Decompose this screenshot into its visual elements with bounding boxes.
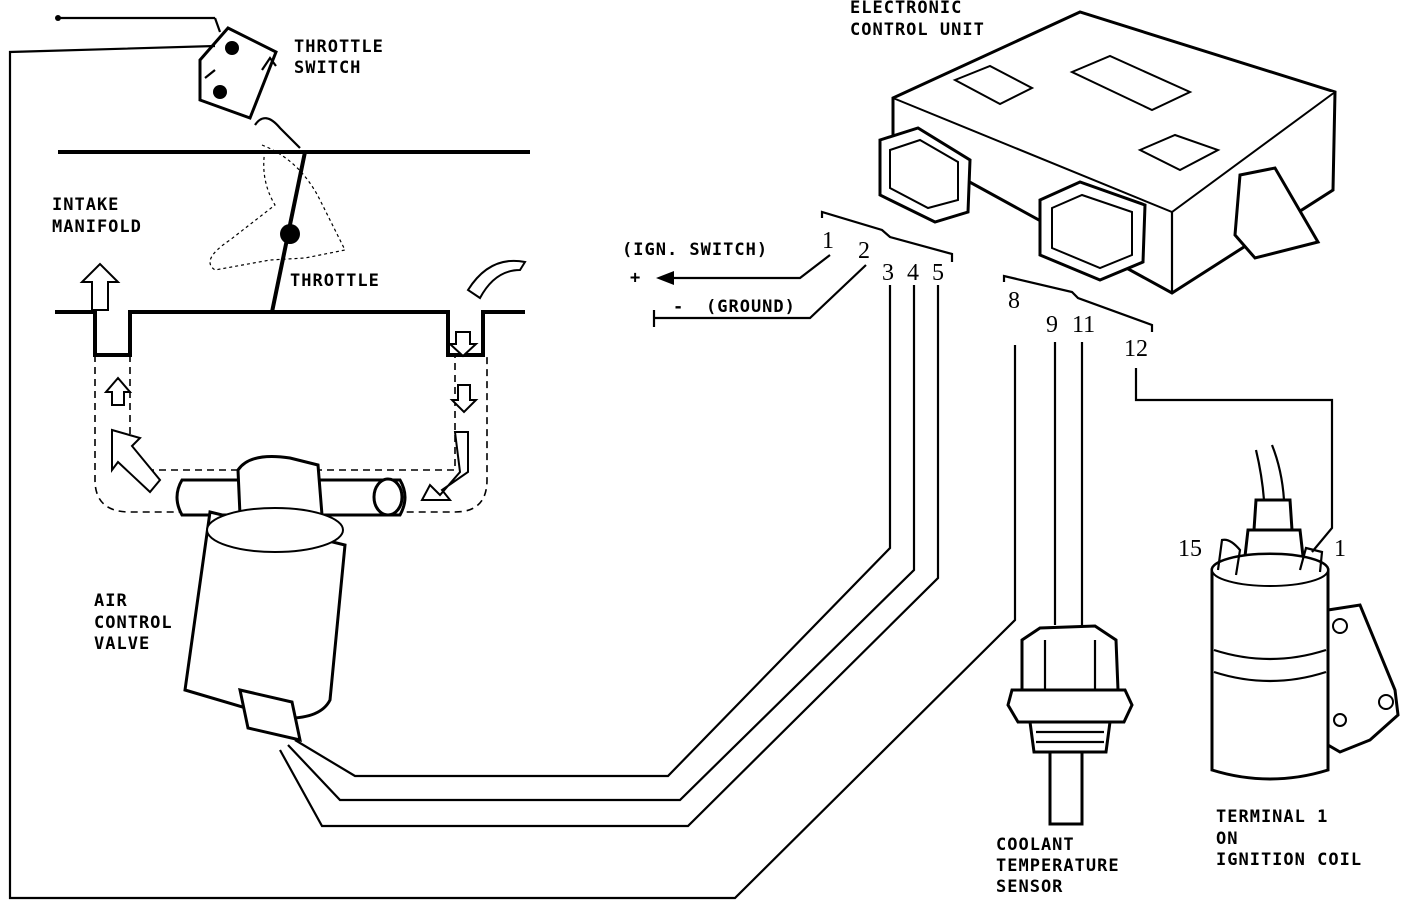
ignition-coil — [1210, 444, 1400, 781]
wire-terminal-12 — [1134, 368, 1334, 553]
wire-terminal-4 — [287, 285, 916, 802]
coolant-sensor-label-1: COOLANT — [996, 835, 1075, 855]
electronic-control-unit — [878, 10, 1337, 295]
arrow-ignition — [656, 271, 674, 285]
air-control-valve — [175, 455, 407, 742]
bracket-terminals-8-12 — [1002, 274, 1154, 332]
ign-switch-label: (IGN. SWITCH) — [622, 240, 768, 260]
coolant-temperature-sensor — [1006, 624, 1134, 826]
terminal-12-label: 12 — [1124, 336, 1148, 362]
terminal-11-label: 11 — [1072, 312, 1095, 338]
terminal-5-label: 5 — [932, 260, 944, 286]
intake-manifold-label-1: INTAKE — [52, 195, 119, 215]
ecu-label-1: ELECTRONIC — [850, 0, 962, 18]
air-control-valve-label-1: AIR — [94, 591, 128, 611]
bracket-terminals-1-5 — [820, 210, 954, 262]
coolant-sensor-label-2: TEMPERATURE — [996, 856, 1120, 876]
throttle-switch — [55, 15, 301, 149]
terminal-8-label: 8 — [1008, 288, 1020, 314]
air-control-valve-label-2: CONTROL — [94, 613, 173, 633]
wire-terminal-5 — [279, 285, 940, 828]
coolant-sensor-label-3: SENSOR — [996, 877, 1063, 897]
ecu-label-2: CONTROL UNIT — [850, 20, 985, 40]
coil-terminal-15-label: 15 — [1178, 536, 1202, 562]
terminal-2-label: 2 — [858, 238, 870, 264]
terminal-3-label: 3 — [882, 260, 894, 286]
ground-label: (GROUND) — [706, 297, 796, 317]
plus-sign: + — [630, 268, 641, 288]
throttle-switch-label-2: SWITCH — [294, 58, 361, 78]
minus-sign: - — [673, 297, 684, 317]
terminal-4-label: 4 — [907, 260, 919, 286]
coil-terminal-1-label: 1 — [1334, 536, 1346, 562]
wire-terminal-1 — [668, 254, 831, 280]
throttle-label: THROTTLE — [290, 271, 380, 291]
terminal-9-label: 9 — [1046, 312, 1058, 338]
intake-manifold-label-2: MANIFOLD — [52, 217, 142, 237]
throttle-switch-label-1: THROTTLE — [294, 37, 384, 57]
intake-manifold — [55, 144, 530, 513]
ignition-coil-label-1: TERMINAL 1 — [1216, 807, 1328, 827]
ignition-coil-label-3: IGNITION COIL — [1216, 850, 1362, 870]
wire-terminal-3 — [294, 285, 892, 778]
terminal-1-label: 1 — [822, 228, 834, 254]
ignition-coil-label-2: ON — [1216, 829, 1238, 849]
air-control-valve-label-3: VALVE — [94, 634, 150, 654]
wire-terminal-2 — [654, 264, 867, 320]
wire-terminal-8 — [8, 44, 1017, 900]
